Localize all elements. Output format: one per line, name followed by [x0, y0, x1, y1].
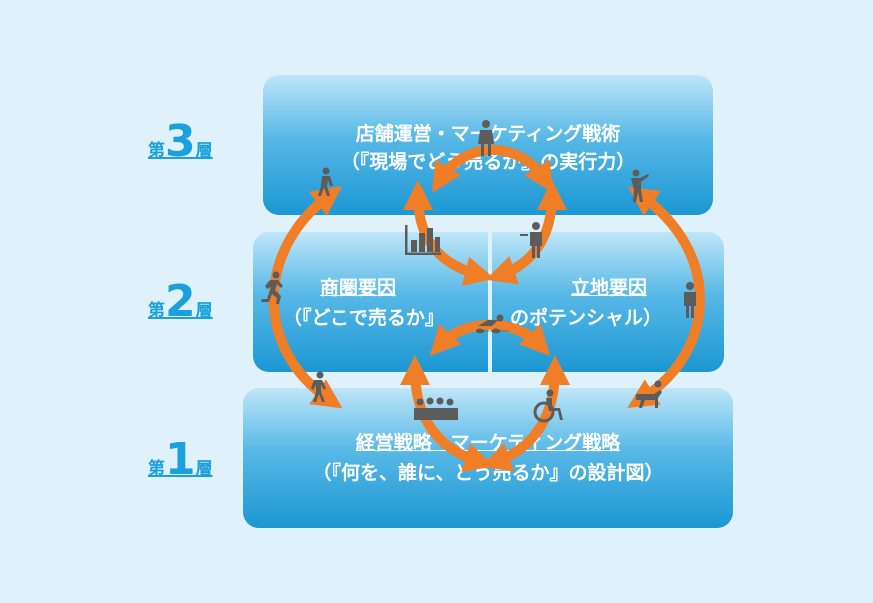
person-standing-icon	[684, 282, 696, 318]
presenter-icon	[520, 222, 542, 258]
person-running-icon	[261, 271, 283, 304]
bottom-left-diagonal-arrow	[400, 355, 495, 473]
person-crawling-icon	[636, 380, 662, 408]
layer-2-right-subtitle: のポテンシャル）	[510, 307, 663, 329]
person-standing-icon	[478, 120, 494, 156]
top-arc-arrow	[432, 145, 553, 193]
layer-1-label: 第1層	[148, 434, 213, 485]
layer-3-label: 第3層	[148, 116, 213, 167]
person-climbing-icon	[311, 371, 326, 402]
person-walking-icon	[318, 167, 333, 196]
outer-right-arrow	[627, 186, 705, 408]
outer-left-arrow	[268, 186, 343, 409]
bar-chart-icon	[405, 225, 441, 255]
wheelchair-icon	[533, 389, 563, 423]
middle-arc-arrow	[429, 319, 551, 356]
person-pointing-icon	[631, 169, 649, 202]
bottom-right-diagonal-arrow	[480, 355, 570, 472]
swimmer-icon	[476, 314, 508, 334]
layer-2-label: 第2層	[148, 276, 213, 327]
group-icon	[414, 397, 458, 420]
top-left-diagonal-arrow	[403, 180, 495, 286]
